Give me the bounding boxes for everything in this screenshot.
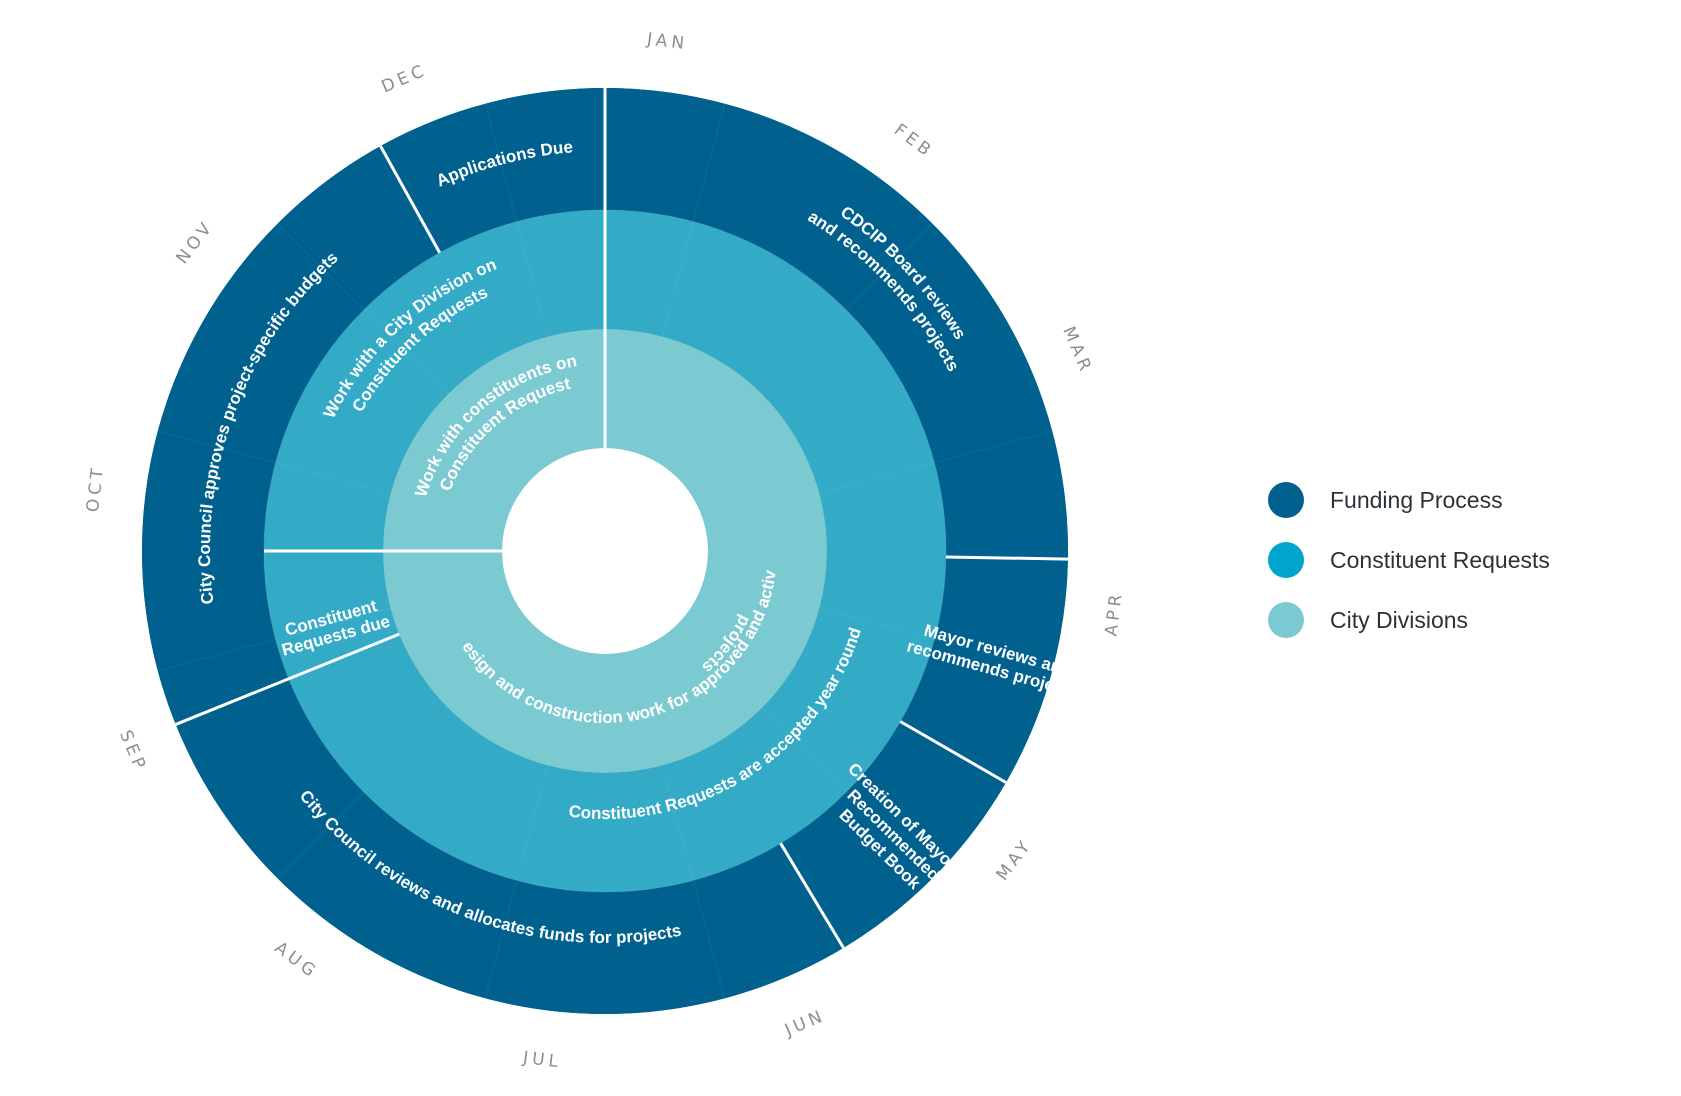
month-label-aug: AUG <box>271 938 322 984</box>
legend-label-divisions: City Divisions <box>1330 606 1469 633</box>
legend-item-funding: Funding Process <box>1268 470 1550 530</box>
outer-segment-cdcip <box>605 88 1068 560</box>
month-guide-line <box>677 223 933 479</box>
middle-segment-accepted <box>264 210 946 892</box>
month-guide-line <box>631 650 726 999</box>
divider-outer <box>379 145 441 254</box>
divider-outer <box>899 720 1007 784</box>
legend-item-divisions: City Divisions <box>1268 590 1550 650</box>
outer-segment-council-approves <box>142 146 440 725</box>
month-label-nov: NOV <box>172 217 218 269</box>
month-label-feb: FEB <box>890 120 937 163</box>
month-guide-line <box>677 623 933 879</box>
legend: Funding Process Constituent Requests Cit… <box>1268 470 1550 650</box>
legend-label-funding: Funding Process <box>1330 486 1503 513</box>
inner-segment-work-constituents <box>383 329 605 551</box>
outer-segment-mayor-reviews <box>900 556 1068 783</box>
legend-swatch-divisions <box>1268 602 1304 638</box>
month-label-mar: MAR <box>1058 324 1096 378</box>
month-guide-line <box>157 577 506 672</box>
month-label-dec: DEC <box>379 60 431 97</box>
month-guide-line <box>631 103 726 452</box>
month-guide-line <box>484 103 579 452</box>
month-label-may: MAY <box>992 835 1036 885</box>
inner-segment-design <box>383 329 827 773</box>
month-label-apr: APR <box>1101 590 1126 638</box>
month-guide-line <box>704 430 1053 525</box>
month-guide-line <box>277 623 533 879</box>
divider-outer <box>945 555 1068 561</box>
month-guide-line <box>277 223 533 479</box>
divider-jul-aug <box>175 632 400 726</box>
outer-segment-creation <box>780 721 1006 948</box>
month-label-jun: JUN <box>781 1006 829 1041</box>
month-guide-line <box>157 430 506 525</box>
legend-label-constituent: Constituent Requests <box>1330 546 1550 573</box>
month-label-oct: OCT <box>83 464 109 514</box>
month-guide-line <box>484 650 579 999</box>
month-label-jan: JAN <box>645 29 689 54</box>
outer-segment-applications-due <box>380 88 605 253</box>
month-label-sep: SEP <box>115 727 151 775</box>
legend-swatch-constituent <box>1268 542 1304 578</box>
center-hole <box>502 448 708 654</box>
legend-swatch-funding <box>1268 482 1304 518</box>
month-label-jul: JUL <box>521 1048 563 1073</box>
legend-item-constituent: Constituent Requests <box>1268 530 1550 590</box>
divider-outer <box>779 842 845 949</box>
middle-segment-work-division <box>264 210 605 551</box>
outer-segment-council-reviews <box>175 678 844 1015</box>
month-guide-line <box>704 577 1053 672</box>
middle-segment-requests-due <box>264 551 415 727</box>
